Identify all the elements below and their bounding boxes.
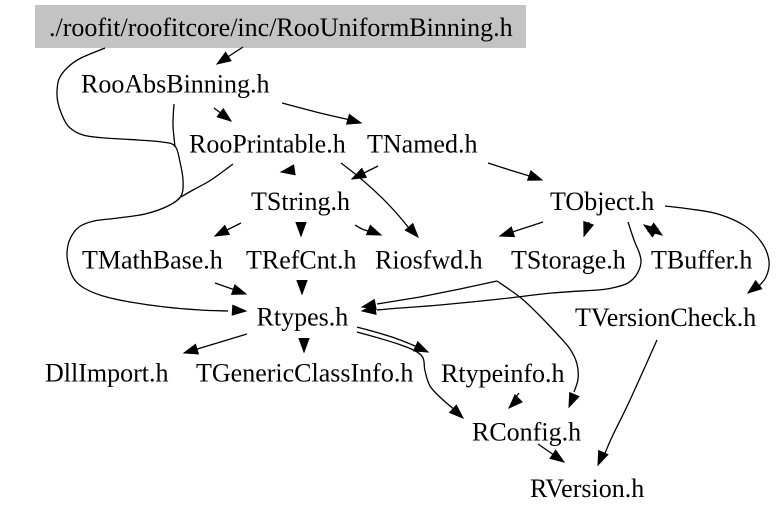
- svg-text:RVersion.h: RVersion.h: [530, 474, 644, 503]
- svg-text:TStorage.h: TStorage.h: [511, 246, 626, 275]
- svg-text:RConfig.h: RConfig.h: [472, 417, 581, 446]
- svg-text:TString.h: TString.h: [251, 187, 350, 216]
- svg-text:TGenericClassInfo.h: TGenericClassInfo.h: [196, 358, 413, 387]
- svg-text:Rtypes.h: Rtypes.h: [257, 302, 349, 331]
- svg-text:Rtypeinfo.h: Rtypeinfo.h: [441, 359, 565, 388]
- svg-text:Riosfwd.h: Riosfwd.h: [375, 246, 483, 275]
- svg-text:TMathBase.h: TMathBase.h: [82, 246, 223, 275]
- svg-text:TVersionCheck.h: TVersionCheck.h: [575, 303, 756, 332]
- svg-text:TBuffer.h: TBuffer.h: [651, 246, 752, 275]
- svg-text:TObject.h: TObject.h: [550, 187, 654, 216]
- svg-text:RooAbsBinning.h: RooAbsBinning.h: [81, 70, 270, 99]
- svg-text:DllImport.h: DllImport.h: [45, 358, 169, 387]
- svg-text:RooPrintable.h: RooPrintable.h: [189, 130, 346, 159]
- svg-text:./roofit/roofitcore/inc/RooUni: ./roofit/roofitcore/inc/RooUniformBinnin…: [49, 13, 513, 42]
- svg-text:TNamed.h: TNamed.h: [367, 130, 477, 159]
- svg-text:TRefCnt.h: TRefCnt.h: [246, 246, 357, 275]
